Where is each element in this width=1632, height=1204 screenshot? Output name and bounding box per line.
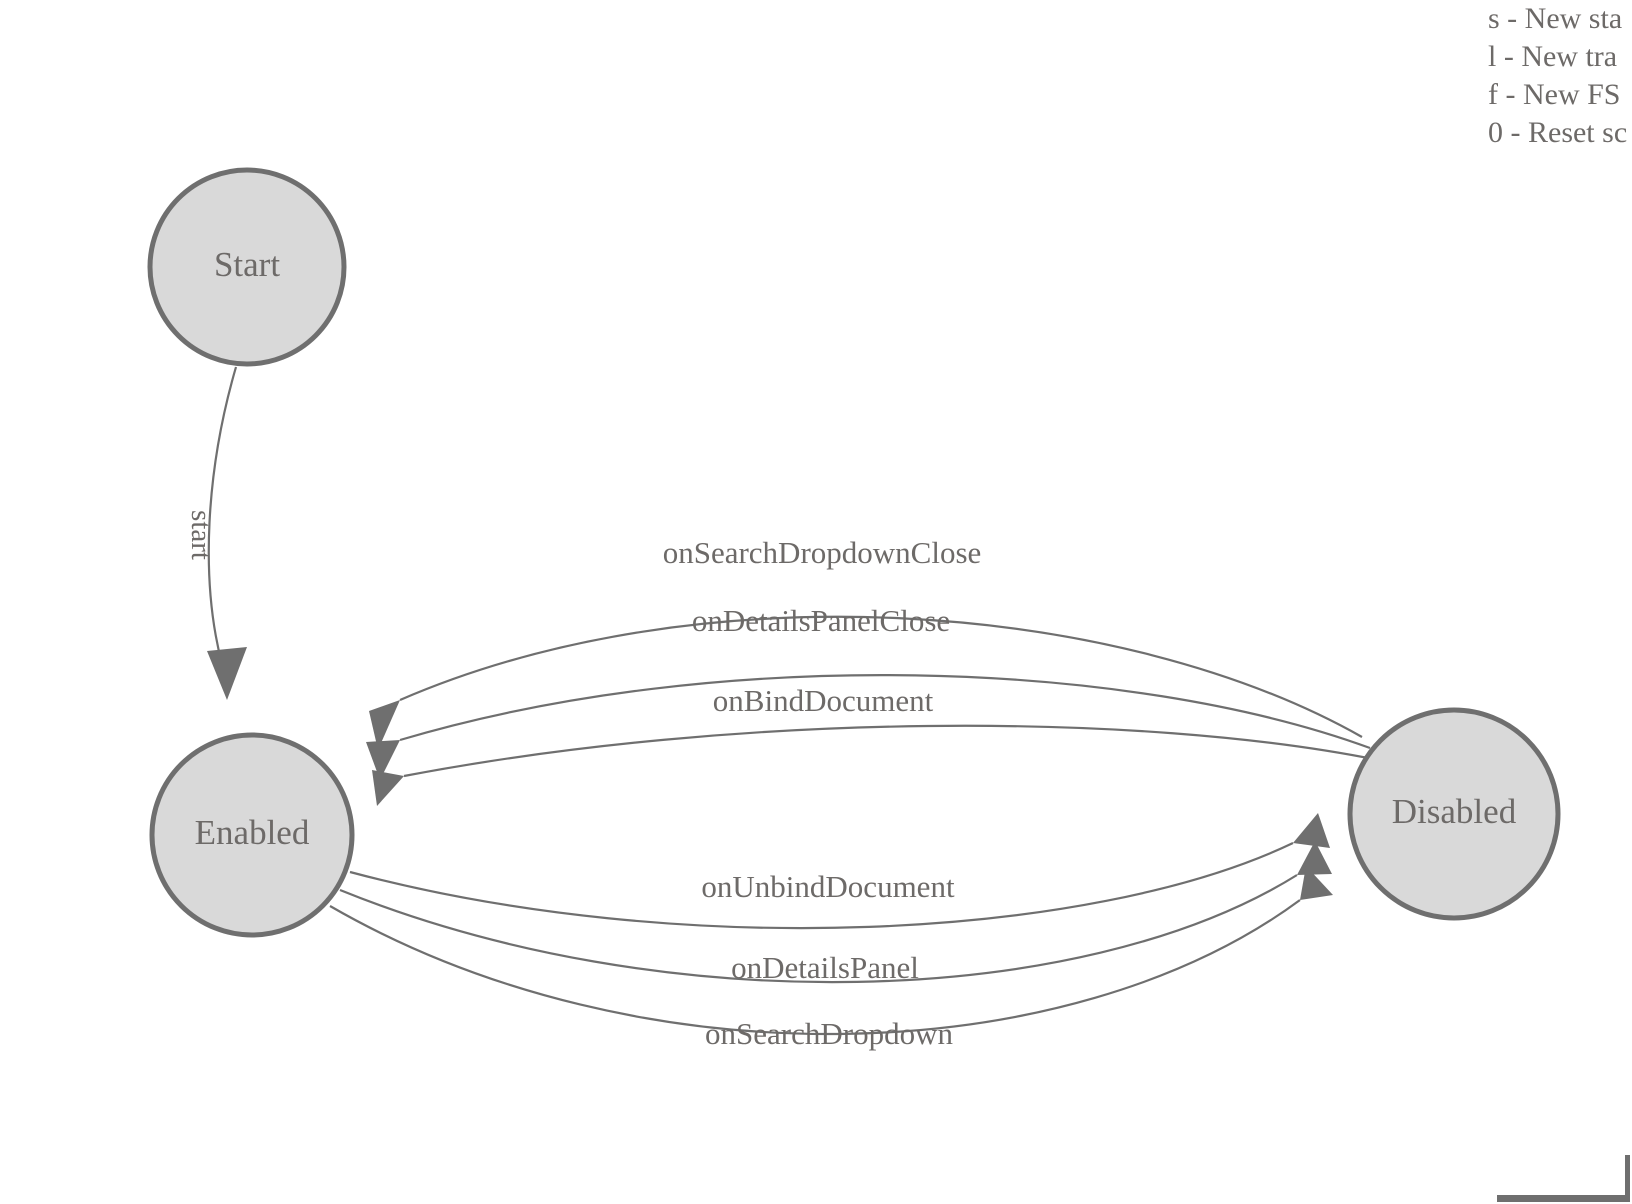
- vertical-scrollbar-thumb[interactable]: [1625, 1155, 1630, 1200]
- state-circle-disabled[interactable]: [1347, 707, 1561, 921]
- transition-enabled-to-disabled-details-panel[interactable]: onDetailsPanel: [339, 841, 1332, 985]
- help-line-new-state: s - New sta: [1488, 2, 1623, 35]
- arrow-head-onsearchdropdownclose: [369, 700, 400, 750]
- help-overlay: s - New sta l - New tra f - New FS 0 - R…: [1488, 0, 1632, 152]
- state-node-disabled[interactable]: Disabled: [1347, 707, 1561, 921]
- transition-path-onbinddocument: [403, 724, 1379, 778]
- arrow-head-onunbinddocument: [1293, 813, 1330, 848]
- state-label-enabled: Enabled: [195, 813, 310, 852]
- transition-enabled-to-disabled-unbind-document[interactable]: onUnbindDocument: [349, 813, 1330, 930]
- transition-path-ondetailspanel: [339, 874, 1298, 984]
- help-line-new-transition: l - New tra: [1488, 40, 1618, 73]
- transition-path-onsearchdropdownclose: [399, 615, 1363, 738]
- transition-disabled-to-enabled-details-panel-close[interactable]: onDetailsPanelClose: [366, 603, 1371, 780]
- state-circle-start[interactable]: [147, 167, 347, 367]
- state-label-start: Start: [214, 245, 280, 284]
- arrow-head-start-to-enabled: [207, 647, 247, 700]
- transition-disabled-to-enabled-bind-document[interactable]: onBindDocument: [372, 683, 1379, 806]
- transition-path-onunbinddocument: [349, 842, 1294, 930]
- transition-label-start: start: [185, 510, 217, 560]
- arrow-head-ondetailspanel: [1297, 841, 1332, 875]
- help-line-new-fsm: f - New FS: [1488, 78, 1621, 111]
- state-node-enabled[interactable]: Enabled: [149, 732, 355, 938]
- transition-label-onunbinddocument: onUnbindDocument: [701, 869, 955, 904]
- arrow-head-onsearchdropdown: [1300, 866, 1333, 900]
- state-node-start[interactable]: Start: [147, 167, 347, 367]
- transition-label-ondetailspanelclose: onDetailsPanelClose: [692, 603, 950, 638]
- horizontal-scrollbar-thumb[interactable]: [1497, 1195, 1630, 1202]
- transition-label-onsearchdropdownclose: onSearchDropdownClose: [663, 535, 982, 570]
- transition-path-start: [207, 366, 238, 665]
- transition-label-onsearchdropdown: onSearchDropdown: [705, 1016, 953, 1051]
- state-label-disabled: Disabled: [1392, 792, 1517, 831]
- arrow-head-ondetailspanelclose: [366, 740, 400, 780]
- transition-path-onsearchdropdown: [329, 899, 1301, 1036]
- transition-enabled-to-disabled-search-dropdown[interactable]: onSearchDropdown: [329, 866, 1333, 1051]
- help-line-reset-scale: 0 - Reset sc: [1488, 116, 1628, 149]
- arrow-head-onbinddocument: [372, 770, 404, 806]
- transition-start-to-enabled[interactable]: start: [185, 366, 247, 700]
- transition-disabled-to-enabled-search-dropdown-close[interactable]: onSearchDropdownClose: [369, 535, 1363, 750]
- transition-path-ondetailspanelclose: [399, 674, 1371, 750]
- state-circle-enabled[interactable]: [149, 732, 355, 938]
- transition-label-ondetailspanel: onDetailsPanel: [731, 950, 919, 985]
- transition-label-onbinddocument: onBindDocument: [713, 683, 934, 718]
